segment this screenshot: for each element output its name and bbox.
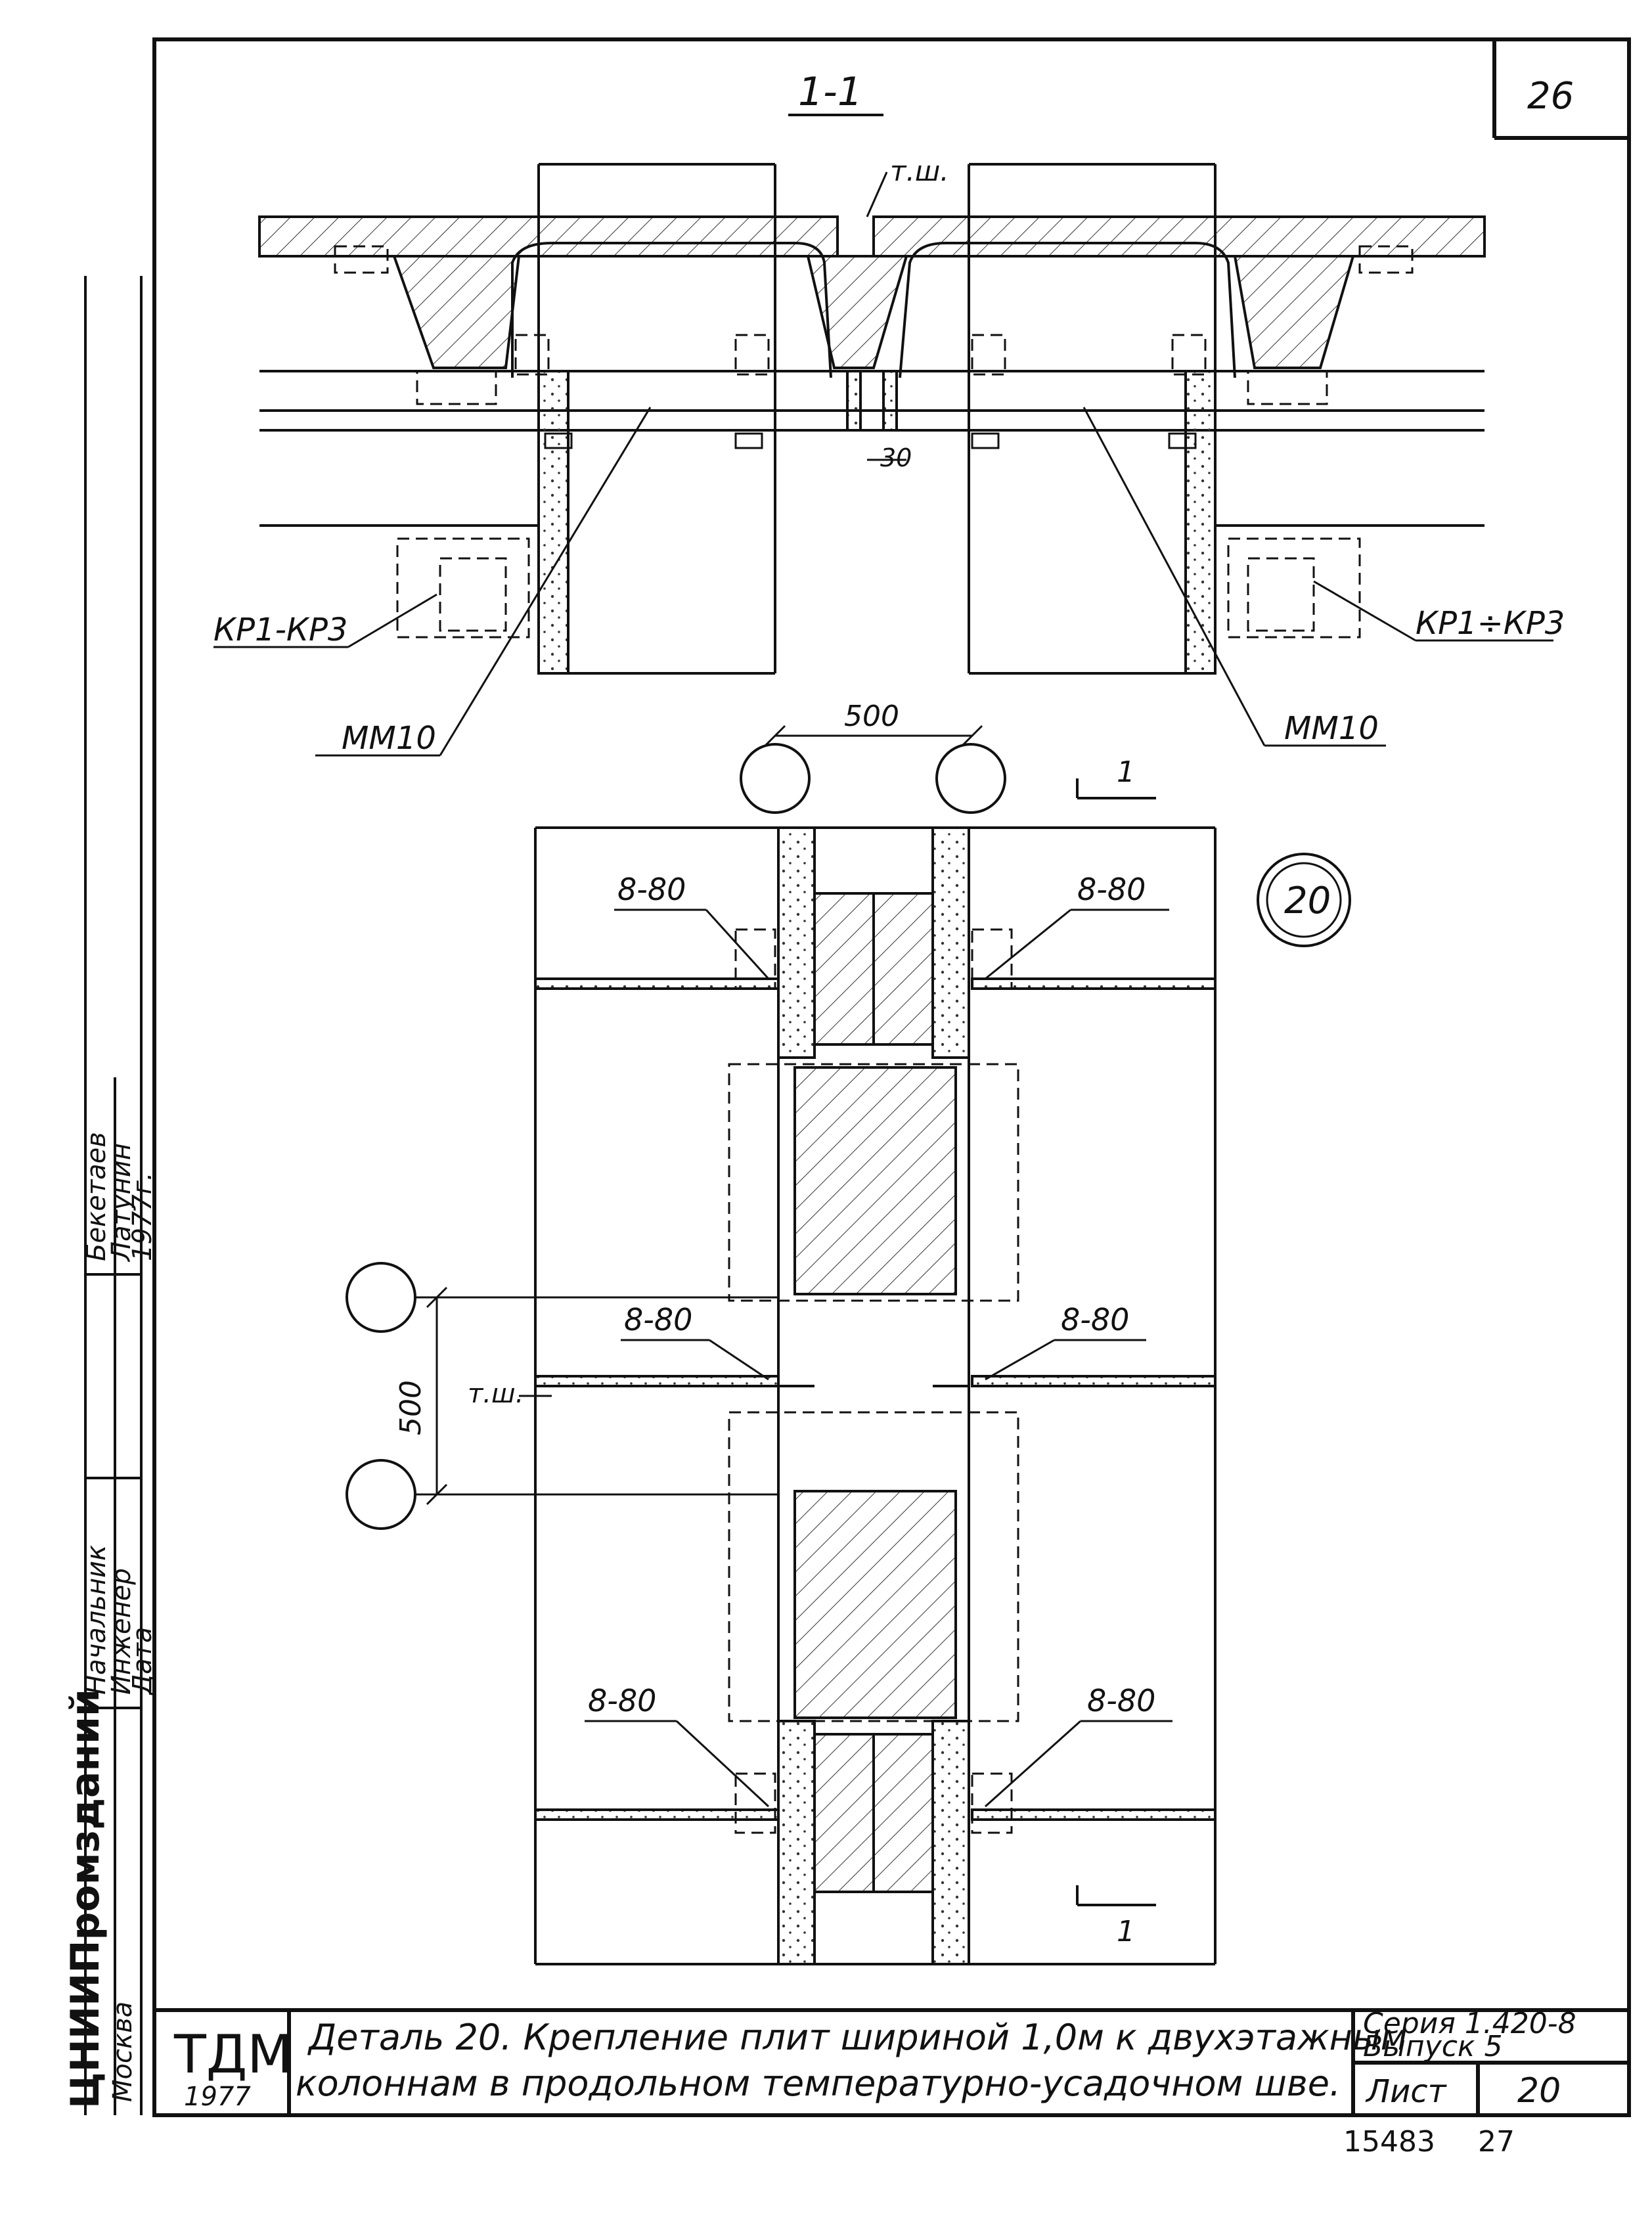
title-description-1: Деталь 20. Крепление плит шириной 1,0м к… [307,2017,1407,2058]
stamp-col1-line3: Дата [127,1626,158,1696]
section-mark-top-number: 1 [1117,755,1135,789]
label-dim-500-plan: 500 [394,1380,428,1435]
weld-label-5: 8-80 [588,1683,656,1718]
stamp-institute: ЦНИИПромзданий [62,1689,108,2109]
axis-bubble-3 [346,1262,416,1333]
section-title: 1-1 [798,69,862,115]
sheet-frame [152,37,1631,2117]
side-stamp [84,276,143,2115]
title-block [154,2008,1629,2115]
weld-label-3: 8-80 [624,1302,692,1337]
title-description-2: колоннам в продольном температурно-усадо… [296,2063,1341,2104]
axis-bubble-4 [346,1459,416,1530]
label-kr-left: КР1-КР3 [213,612,347,648]
weld-label-1: 8-80 [617,872,686,907]
label-mm-left: ММ10 [342,720,436,757]
bearing-pads [544,432,1197,449]
plan-view [534,826,1217,1965]
detail-circle-inner [1266,862,1342,938]
title-sheet-number: 20 [1517,2071,1561,2111]
axis-bubble-2 [935,743,1006,814]
bottom-number-right: 27 [1478,2125,1515,2159]
corner-number: 26 [1527,75,1574,118]
section-mark-bottom [1076,1885,1156,1906]
section-mark-top [1076,778,1156,799]
title-year: 1977 [184,2082,251,2112]
label-temp-joint-plan: т.ш. [468,1379,524,1409]
stamp-city: Москва [108,2002,138,2102]
plan-hidden-lines [728,928,1019,1834]
detail-circle-number: 20 [1284,880,1331,922]
title-series-1: Серия 1.420-8 [1363,2007,1576,2040]
stamp-col1-line1: Начальник [81,1545,112,1695]
stamp-col2-line3: 1977г. [127,1172,158,1261]
dim-500-top-line [764,725,983,747]
weld-label-6: 8-80 [1087,1683,1155,1718]
label-dim-500-top: 500 [844,700,899,733]
axis-bubble-1 [740,743,811,814]
section-hidden-lines [334,245,1414,639]
label-mm-right: ММ10 [1284,710,1379,747]
stamp-col2-line1: Бекетаев [81,1132,112,1261]
detail-circle-outer [1257,853,1351,947]
label-kr-right: КР1÷КР3 [1416,605,1565,642]
section-mark-bottom-number: 1 [1117,1915,1135,1948]
stamp-col1-line2: Инженер [106,1568,137,1695]
title-series-2: Выпуск 5 [1363,2030,1502,2063]
title-sheet-label: Лист [1365,2073,1448,2110]
weld-label-2: 8-80 [1077,872,1146,907]
weld-label-4: 8-80 [1061,1302,1129,1337]
label-dim-30: 30 [880,443,912,472]
label-temp-joint-top: т.ш. [890,155,949,187]
section-view [258,163,1486,675]
dim-500-plan-line [426,1286,448,1506]
title-org: ТДМ [173,2024,292,2085]
stamp-col2-line2: Латунин [106,1143,137,1263]
bottom-number-left: 15483 [1343,2125,1435,2159]
